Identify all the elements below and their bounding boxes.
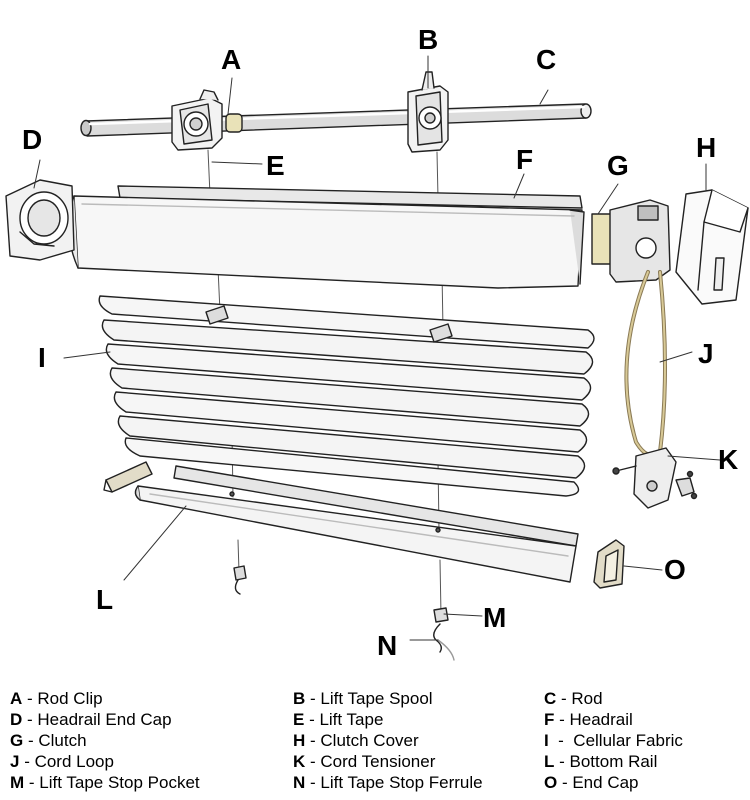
callout-b: B (418, 24, 439, 55)
cord-tensioner (612, 447, 698, 509)
callout-i: I (38, 342, 46, 373)
legend-item-b: B - Lift Tape Spool (293, 689, 433, 708)
legend-item-l: L - Bottom Rail (544, 752, 658, 771)
end-cap (593, 539, 625, 589)
legend-item-m: M - Lift Tape Stop Pocket (10, 773, 200, 792)
callout-m: M (483, 602, 507, 633)
legend-row: A - Rod Clip B - Lift Tape Spool C - Rod (10, 688, 745, 709)
cellular-fabric (98, 295, 595, 497)
bottom-rail (134, 465, 579, 583)
legend-item-a: A - Rod Clip (10, 689, 103, 708)
legend-item-f: F - Headrail (544, 710, 633, 729)
callout-d: D (22, 124, 43, 155)
legend-item-k: K - Cord Tensioner (293, 752, 436, 771)
clutch (591, 199, 671, 283)
callout-l: L (96, 584, 114, 615)
callout-o: O (664, 554, 686, 585)
spool-ring (225, 113, 243, 133)
rod-clip (171, 89, 223, 151)
legend-item-g: G - Clutch (10, 731, 87, 750)
legend-row: J - Cord Loop K - Cord Tensioner L - Bot… (10, 751, 745, 772)
headrail-end-cap (5, 179, 75, 261)
callout-e: E (266, 150, 285, 181)
legend-item-e: E - Lift Tape (293, 710, 384, 729)
callout-c: C (536, 44, 557, 75)
lift-tape-stop-ferrule (433, 623, 455, 661)
callout-g: G (607, 150, 629, 181)
callout-n: N (377, 630, 398, 661)
cord-loop (624, 270, 667, 458)
legend-row: M - Lift Tape Stop Pocket N - Lift Tape … (10, 772, 745, 793)
blind-exploded-diagram: A B C D E F G H I J K L M N O (5, 24, 749, 661)
rod (80, 103, 592, 137)
legend-row: D - Headrail End Cap E - Lift Tape F - H… (10, 709, 745, 730)
legend-row: G - Clutch H - Clutch Cover I - Cellular… (10, 730, 745, 751)
headrail (68, 185, 585, 289)
legend-item-i: I - Cellular Fabric (544, 731, 683, 750)
callout-h: H (696, 132, 717, 163)
diagram-illustration (5, 55, 749, 661)
legend-item-j: J - Cord Loop (10, 752, 114, 771)
left-end-cap-piece (103, 461, 153, 493)
callout-j: J (698, 338, 714, 369)
legend-item-n: N - Lift Tape Stop Ferrule (293, 773, 483, 792)
legend-item-d: D - Headrail End Cap (10, 710, 172, 729)
callout-k: K (718, 444, 739, 475)
callout-f: F (516, 144, 534, 175)
legend-item-h: H - Clutch Cover (293, 731, 419, 750)
legend-item-c: C - Rod (544, 689, 603, 708)
callout-a: A (221, 44, 242, 75)
legend-item-o: O - End Cap (544, 773, 639, 792)
leader-lines (33, 55, 721, 641)
clutch-cover (675, 189, 749, 305)
lift-tape-stop-pocket (233, 565, 449, 623)
legend: A - Rod Clip B - Lift Tape Spool C - Rod… (10, 688, 745, 798)
